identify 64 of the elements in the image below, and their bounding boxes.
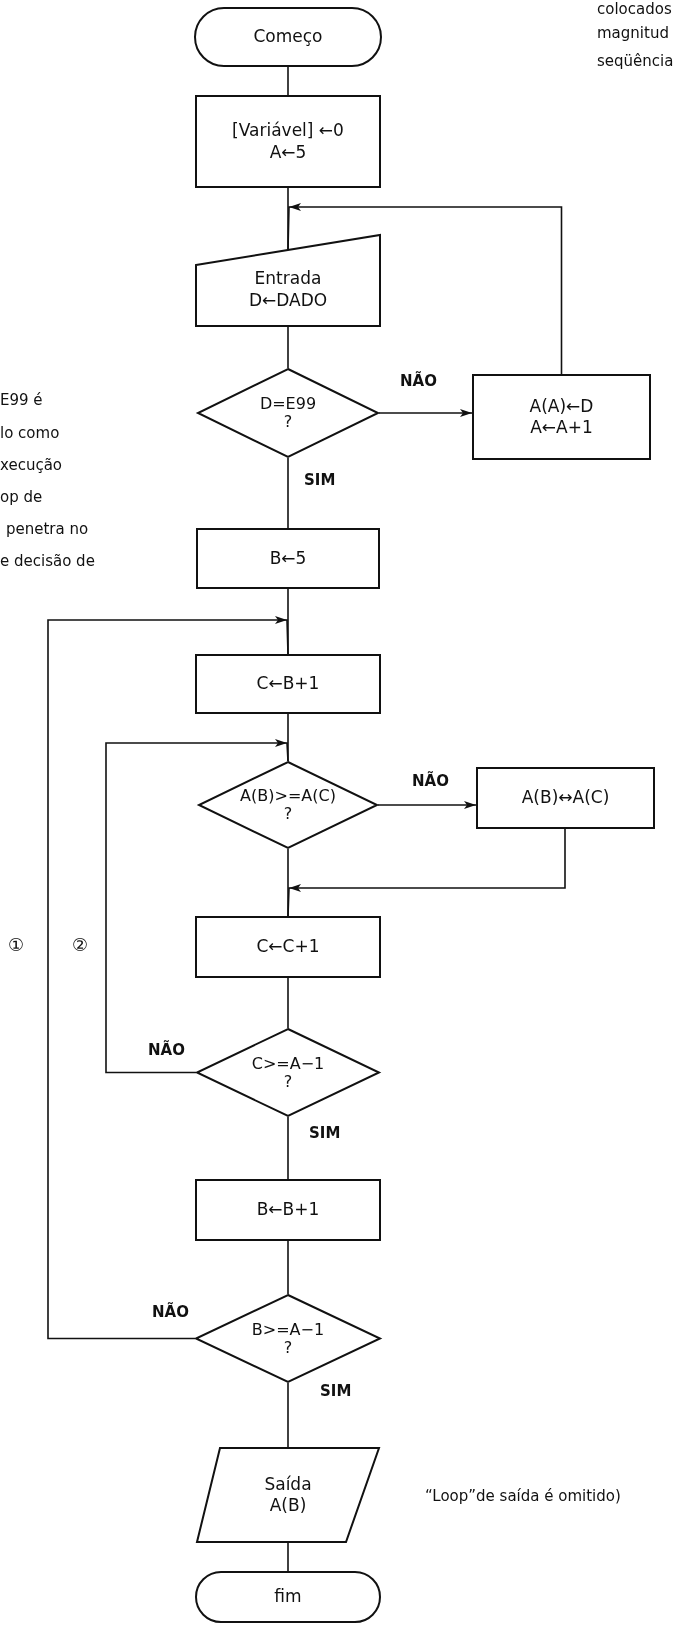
note-text: xecução <box>0 456 62 474</box>
note-text: seqüência <box>597 52 674 70</box>
note-text: lo como <box>0 424 60 442</box>
process-box <box>472 374 651 460</box>
step-text: A(B) <box>269 1495 307 1517</box>
arrow <box>105 739 289 1074</box>
step-text: ? <box>283 1072 293 1091</box>
step-text: C←C+1 <box>256 936 320 958</box>
step-text: D←DADO <box>248 289 328 311</box>
connector-line <box>287 1240 289 1295</box>
step-text: A(B)>=A(C) <box>240 787 336 805</box>
note-text: magnitud <box>597 24 669 42</box>
process-box <box>195 654 381 714</box>
arrow <box>47 616 289 1340</box>
note-text: op de <box>0 488 43 506</box>
step-text: Começo <box>253 26 323 48</box>
arrow <box>377 801 477 809</box>
connector-line <box>287 1116 289 1180</box>
arrow <box>378 409 473 417</box>
decision-diamond <box>198 761 378 849</box>
step-text: A(A)←D <box>529 395 594 417</box>
terminal-shape <box>194 7 382 67</box>
decision-diamond <box>197 368 379 458</box>
process-box <box>195 916 381 978</box>
step-text: Saída <box>264 1473 312 1495</box>
step-text: C>=A−1 <box>251 1054 325 1073</box>
step-text: B←5 <box>269 547 307 570</box>
step-text: [Variável] ←0 <box>232 120 344 142</box>
step-text: B>=A−1 <box>251 1320 325 1339</box>
note-text: penetra no <box>6 520 89 538</box>
step-text: A(B)↔A(C) <box>521 787 610 809</box>
connector-line <box>287 1542 289 1572</box>
process-box <box>196 528 380 589</box>
step-text: A←5 <box>269 141 307 163</box>
note-text: e decisão de <box>0 552 95 570</box>
process-box <box>195 95 381 188</box>
step-text: fim <box>274 1586 302 1608</box>
note-text: “Loop”de saída é omitido) <box>425 1487 621 1505</box>
arrow <box>287 203 563 375</box>
decision-diamond <box>195 1294 381 1383</box>
step-text: A←A+1 <box>530 417 593 439</box>
step-text: C←B+1 <box>256 673 320 695</box>
step-text: B←B+1 <box>256 1199 320 1221</box>
callout-number: ① <box>8 934 25 956</box>
terminal-shape <box>195 1571 381 1623</box>
callout-number: ② <box>72 934 89 956</box>
step-text: ? <box>283 413 293 431</box>
step-text: Entrada <box>254 268 322 290</box>
output-box <box>196 1447 380 1543</box>
process-box <box>195 1179 381 1241</box>
connector-line <box>287 66 289 96</box>
connector-line <box>287 326 289 369</box>
input-box <box>195 234 381 327</box>
note-text: colocados <box>597 0 672 18</box>
step-text: ? <box>283 805 293 823</box>
connector-line <box>287 977 289 1029</box>
connector-line <box>287 457 289 529</box>
connector-line <box>287 848 289 917</box>
note-text: E99 é <box>0 391 43 409</box>
decision-diamond <box>196 1028 380 1117</box>
step-text: D=E99 <box>259 395 317 413</box>
connector-line <box>287 1382 289 1448</box>
step-text: ? <box>283 1338 293 1357</box>
process-box <box>476 767 655 829</box>
